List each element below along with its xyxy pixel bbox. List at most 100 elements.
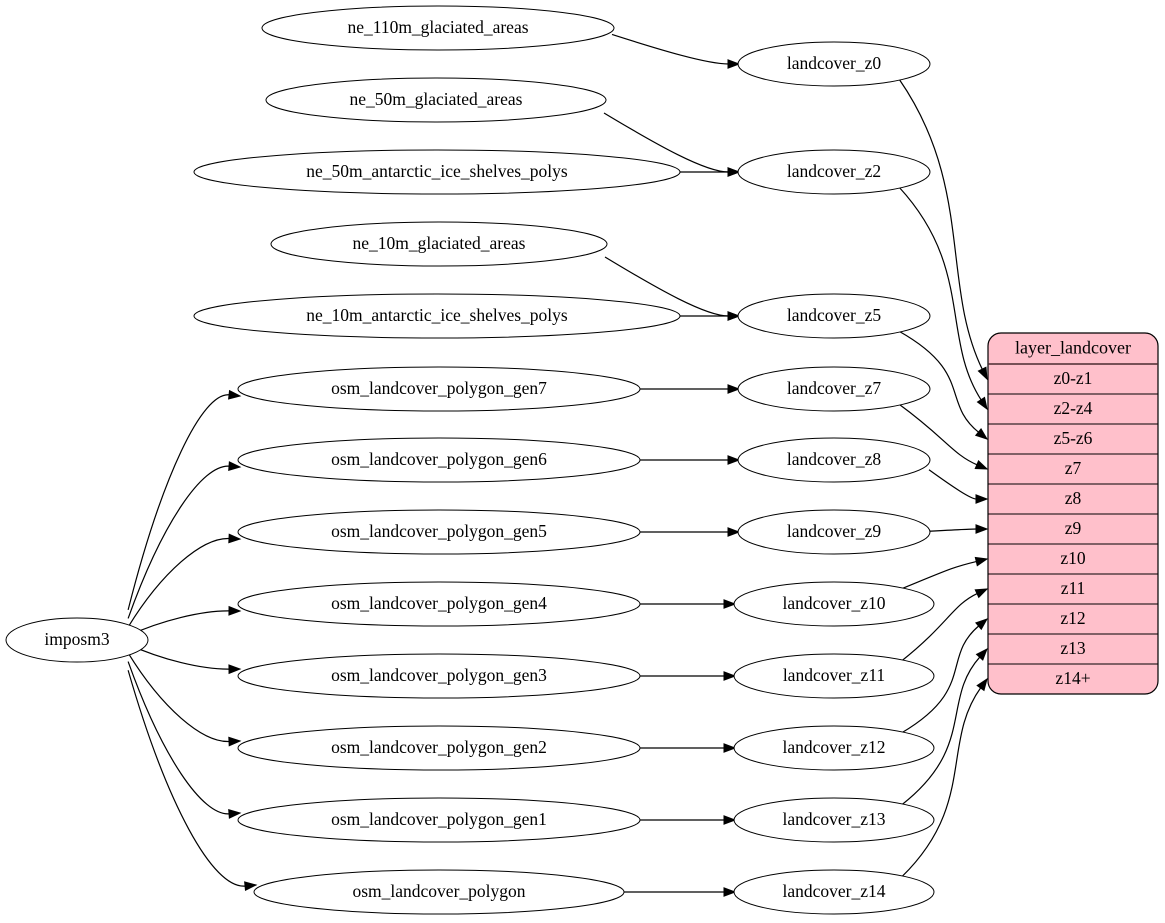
node-ne-10m-glaciated-areas-label: ne_10m_glaciated_areas xyxy=(353,233,526,253)
edge-ne-50m-antarctic-ice-shelves-polys-to-landcover-z2-arrowhead xyxy=(727,167,741,177)
node-osm-landcover-polygon-gen1[interactable]: osm_landcover_polygon_gen1 xyxy=(237,797,641,843)
node-osm-landcover-polygon-gen1-label: osm_landcover_polygon_gen1 xyxy=(331,809,547,829)
layer-table-row-z9[interactable]: z9 xyxy=(1065,518,1082,538)
node-ne-10m-antarctic-ice-shelves-polys-label: ne_10m_antarctic_ice_shelves_polys xyxy=(306,305,568,325)
node-osm-landcover-polygon-gen4[interactable]: osm_landcover_polygon_gen4 xyxy=(237,581,641,627)
edge-imposm3-to-osm-landcover-polygon-gen5-arrowhead xyxy=(228,533,242,544)
edge-osm-landcover-polygon-gen3-to-landcover-z11-arrowhead xyxy=(723,671,737,681)
node-ne-10m-glaciated-areas[interactable]: ne_10m_glaciated_areas xyxy=(270,221,608,267)
node-landcover-z10-shape xyxy=(733,581,935,627)
edge-landcover-z10-to-table-z10 xyxy=(901,560,977,590)
node-landcover-z8-shape xyxy=(737,437,931,483)
node-landcover-z11-shape xyxy=(733,653,935,699)
node-ne-50m-glaciated-areas-shape xyxy=(265,77,607,123)
layer-table-row-z5-z6[interactable]: z5-z6 xyxy=(1054,428,1093,448)
layer-table-title: layer_landcover xyxy=(1015,338,1131,358)
edge-landcover-z0-to-table-z0-z1-arrowhead xyxy=(977,366,988,381)
node-osm-landcover-polygon-label: osm_landcover_polygon xyxy=(352,881,525,901)
edge-landcover-z14-to-table-z14-arrowhead xyxy=(976,677,988,692)
node-osm-landcover-polygon-gen2[interactable]: osm_landcover_polygon_gen2 xyxy=(237,725,641,771)
node-osm-landcover-polygon-gen2-label: osm_landcover_polygon_gen2 xyxy=(331,737,547,757)
node-osm-landcover-polygon-shape xyxy=(253,869,625,915)
edge-ne-50m-glaciated-areas-to-landcover-z2 xyxy=(603,112,729,173)
node-ne-110m-glaciated-areas[interactable]: ne_110m_glaciated_areas xyxy=(261,5,615,51)
node-landcover-z11[interactable]: landcover_z11 xyxy=(733,653,935,699)
edge-imposm3-to-osm-landcover-polygon-gen4-arrowhead xyxy=(228,605,242,616)
layer-table-row-z12[interactable]: z12 xyxy=(1060,608,1085,628)
node-landcover-z8[interactable]: landcover_z8 xyxy=(737,437,931,483)
node-landcover-z0-shape xyxy=(737,41,931,87)
node-ne-50m-antarctic-ice-shelves-polys-label: ne_50m_antarctic_ice_shelves_polys xyxy=(306,161,568,181)
edge-landcover-z5-to-table-z5-z6-arrowhead xyxy=(974,427,989,440)
node-landcover-z11-label: landcover_z11 xyxy=(783,665,885,685)
nodes-layer: imposm3 ne_110m_glaciated_areas ne_50m_gla… xyxy=(5,5,935,915)
edge-osm-landcover-polygon-gen6-to-landcover-z8-arrowhead xyxy=(727,455,741,465)
node-landcover-z10[interactable]: landcover_z10 xyxy=(733,581,935,627)
edge-landcover-z8-to-table-z8 xyxy=(928,469,977,500)
node-osm-landcover-polygon-gen6-label: osm_landcover_polygon_gen6 xyxy=(331,449,547,469)
edge-osm-landcover-polygon-gen2-to-landcover-z12-arrowhead xyxy=(723,743,737,753)
node-landcover-z13-shape xyxy=(733,797,935,843)
node-osm-landcover-polygon-gen2-shape xyxy=(237,725,641,771)
node-osm-landcover-polygon-gen5[interactable]: osm_landcover_polygon_gen5 xyxy=(237,509,641,555)
layer-landcover-table[interactable]: layer_landcover z0-z1 z2-z4 z5-z6 z7 z8 z9 z10 z… xyxy=(987,332,1159,695)
node-ne-50m-glaciated-areas-label: ne_50m_glaciated_areas xyxy=(350,89,523,109)
edge-osm-landcover-polygon-gen7-to-landcover-z7-arrowhead xyxy=(727,384,741,394)
edge-imposm3-to-osm-landcover-polygon-arrowhead xyxy=(244,881,258,892)
layer-table-row-z7[interactable]: z7 xyxy=(1065,458,1082,478)
edge-imposm3-to-osm-landcover-polygon-gen6-arrowhead xyxy=(228,461,242,471)
node-ne-10m-antarctic-ice-shelves-polys[interactable]: ne_10m_antarctic_ice_shelves_polys xyxy=(193,293,681,339)
layer-table-row-z10[interactable]: z10 xyxy=(1060,548,1086,568)
edge-ne-10m-antarctic-ice-shelves-polys-to-landcover-z5-arrowhead xyxy=(727,311,741,321)
edge-ne-10m-glaciated-areas-to-landcover-z5 xyxy=(604,256,729,317)
node-landcover-z2[interactable]: landcover_z2 xyxy=(737,149,931,195)
node-landcover-z10-label: landcover_z10 xyxy=(782,593,885,613)
node-ne-50m-glaciated-areas[interactable]: ne_50m_glaciated_areas xyxy=(265,77,607,123)
node-landcover-z14[interactable]: landcover_z14 xyxy=(733,869,935,915)
node-landcover-z5[interactable]: landcover_z5 xyxy=(737,293,931,339)
node-landcover-z13[interactable]: landcover_z13 xyxy=(733,797,935,843)
node-landcover-z5-shape xyxy=(737,293,931,339)
node-osm-landcover-polygon-gen7[interactable]: osm_landcover_polygon_gen7 xyxy=(237,366,641,412)
node-landcover-z5-label: landcover_z5 xyxy=(787,305,882,325)
edge-osm-landcover-polygon-gen1-to-landcover-z13-arrowhead xyxy=(723,815,737,825)
node-osm-landcover-polygon-gen4-shape xyxy=(237,581,641,627)
layer-table-row-z0-z1[interactable]: z0-z1 xyxy=(1054,368,1093,388)
layer-table-row-z11[interactable]: z11 xyxy=(1061,578,1086,598)
node-landcover-z12-label: landcover_z12 xyxy=(782,737,885,757)
node-landcover-z12-shape xyxy=(733,725,935,771)
node-landcover-z12[interactable]: landcover_z12 xyxy=(733,725,935,771)
edge-landcover-z12-to-table-z12-arrowhead xyxy=(975,618,989,631)
node-osm-landcover-polygon[interactable]: osm_landcover_polygon xyxy=(253,869,625,915)
edge-landcover-z10-to-table-z10-arrowhead xyxy=(974,556,989,567)
edge-landcover-z7-to-table-z7-arrowhead xyxy=(974,459,989,470)
node-landcover-z0[interactable]: landcover_z0 xyxy=(737,41,931,87)
edge-landcover-z7-to-table-z7 xyxy=(898,403,978,466)
edge-osm-landcover-polygon-gen4-to-landcover-z10-arrowhead xyxy=(723,599,737,609)
edge-landcover-z9-to-table-z9-arrowhead xyxy=(975,524,989,534)
node-landcover-z7-shape xyxy=(737,366,931,412)
edge-imposm3-to-osm-landcover-polygon-gen1-arrowhead xyxy=(228,809,242,819)
node-osm-landcover-polygon-gen7-shape xyxy=(237,366,641,412)
node-landcover-z2-shape xyxy=(737,149,931,195)
node-ne-50m-antarctic-ice-shelves-polys[interactable]: ne_50m_antarctic_ice_shelves_polys xyxy=(193,149,681,195)
node-osm-landcover-polygon-gen6[interactable]: osm_landcover_polygon_gen6 xyxy=(237,437,641,483)
node-osm-landcover-polygon-gen3[interactable]: osm_landcover_polygon_gen3 xyxy=(237,653,641,699)
node-ne-10m-antarctic-ice-shelves-polys-shape xyxy=(193,293,681,339)
node-osm-landcover-polygon-gen1-shape xyxy=(237,797,641,843)
layer-table-row-z14[interactable]: z14+ xyxy=(1055,668,1090,688)
node-landcover-z9[interactable]: landcover_z9 xyxy=(737,509,931,555)
node-landcover-z8-label: landcover_z8 xyxy=(787,449,882,469)
node-imposm3[interactable]: imposm3 xyxy=(5,617,149,663)
layer-table-row-z2-z4[interactable]: z2-z4 xyxy=(1054,398,1093,418)
node-landcover-z7[interactable]: landcover_z7 xyxy=(737,366,931,412)
layer-table-row-z8[interactable]: z8 xyxy=(1065,488,1082,508)
edge-landcover-z12-to-table-z12 xyxy=(901,625,980,734)
edge-landcover-z2-to-table-z2-z4 xyxy=(898,186,982,401)
edge-imposm3-to-osm-landcover-polygon-gen2-arrowhead xyxy=(228,736,242,747)
edge-osm-landcover-polygon-to-landcover-z14-arrowhead xyxy=(723,887,737,897)
node-osm-landcover-polygon-gen6-shape xyxy=(237,437,641,483)
edge-imposm3-to-osm-landcover-polygon-gen2 xyxy=(127,652,230,743)
layer-table-row-z13[interactable]: z13 xyxy=(1060,638,1086,658)
